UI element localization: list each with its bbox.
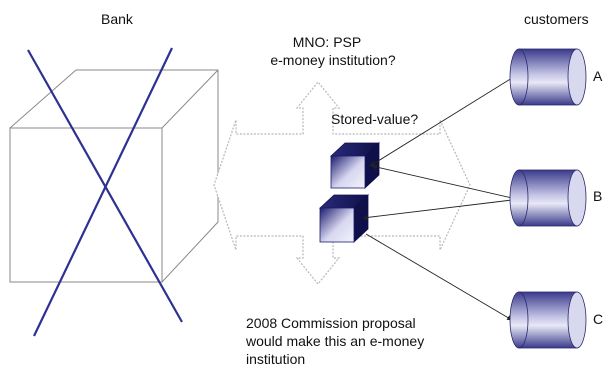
customer-label-c: C bbox=[593, 311, 604, 327]
customer-cylinder-a bbox=[509, 48, 587, 106]
proposal-label-line-1: 2008 Commission proposal bbox=[246, 315, 416, 331]
customer-cylinder-b bbox=[509, 169, 587, 227]
customer-cylinder-c bbox=[509, 291, 587, 349]
stored-value-box-upper bbox=[329, 142, 381, 189]
bank-label: Bank bbox=[101, 11, 133, 27]
bank-cube-front bbox=[9, 127, 163, 283]
customer-label-a: A bbox=[593, 68, 603, 84]
proposal-label-line-2: would make this an e-money bbox=[246, 333, 425, 349]
bank-cube-edge bbox=[161, 69, 219, 129]
customers-label: customers bbox=[524, 11, 589, 27]
cross-line-2 bbox=[33, 47, 173, 337]
stored-value-box-lower bbox=[318, 194, 370, 243]
connector-c bbox=[365, 233, 513, 321]
mno-label-line-1: MNO: PSP bbox=[292, 34, 362, 50]
mno-label-line-2: e-money institution? bbox=[270, 52, 396, 68]
connector-a bbox=[369, 77, 513, 167]
bank-cross bbox=[27, 47, 183, 337]
bank-cube bbox=[9, 69, 219, 283]
customer-label-b: B bbox=[593, 188, 603, 204]
connector-b-upper bbox=[371, 164, 513, 199]
proposal-label-line-3: institution bbox=[246, 351, 306, 367]
stored-value-label: Stored-value? bbox=[331, 111, 419, 127]
connectors bbox=[362, 77, 513, 321]
connector-b-lower bbox=[362, 199, 513, 221]
